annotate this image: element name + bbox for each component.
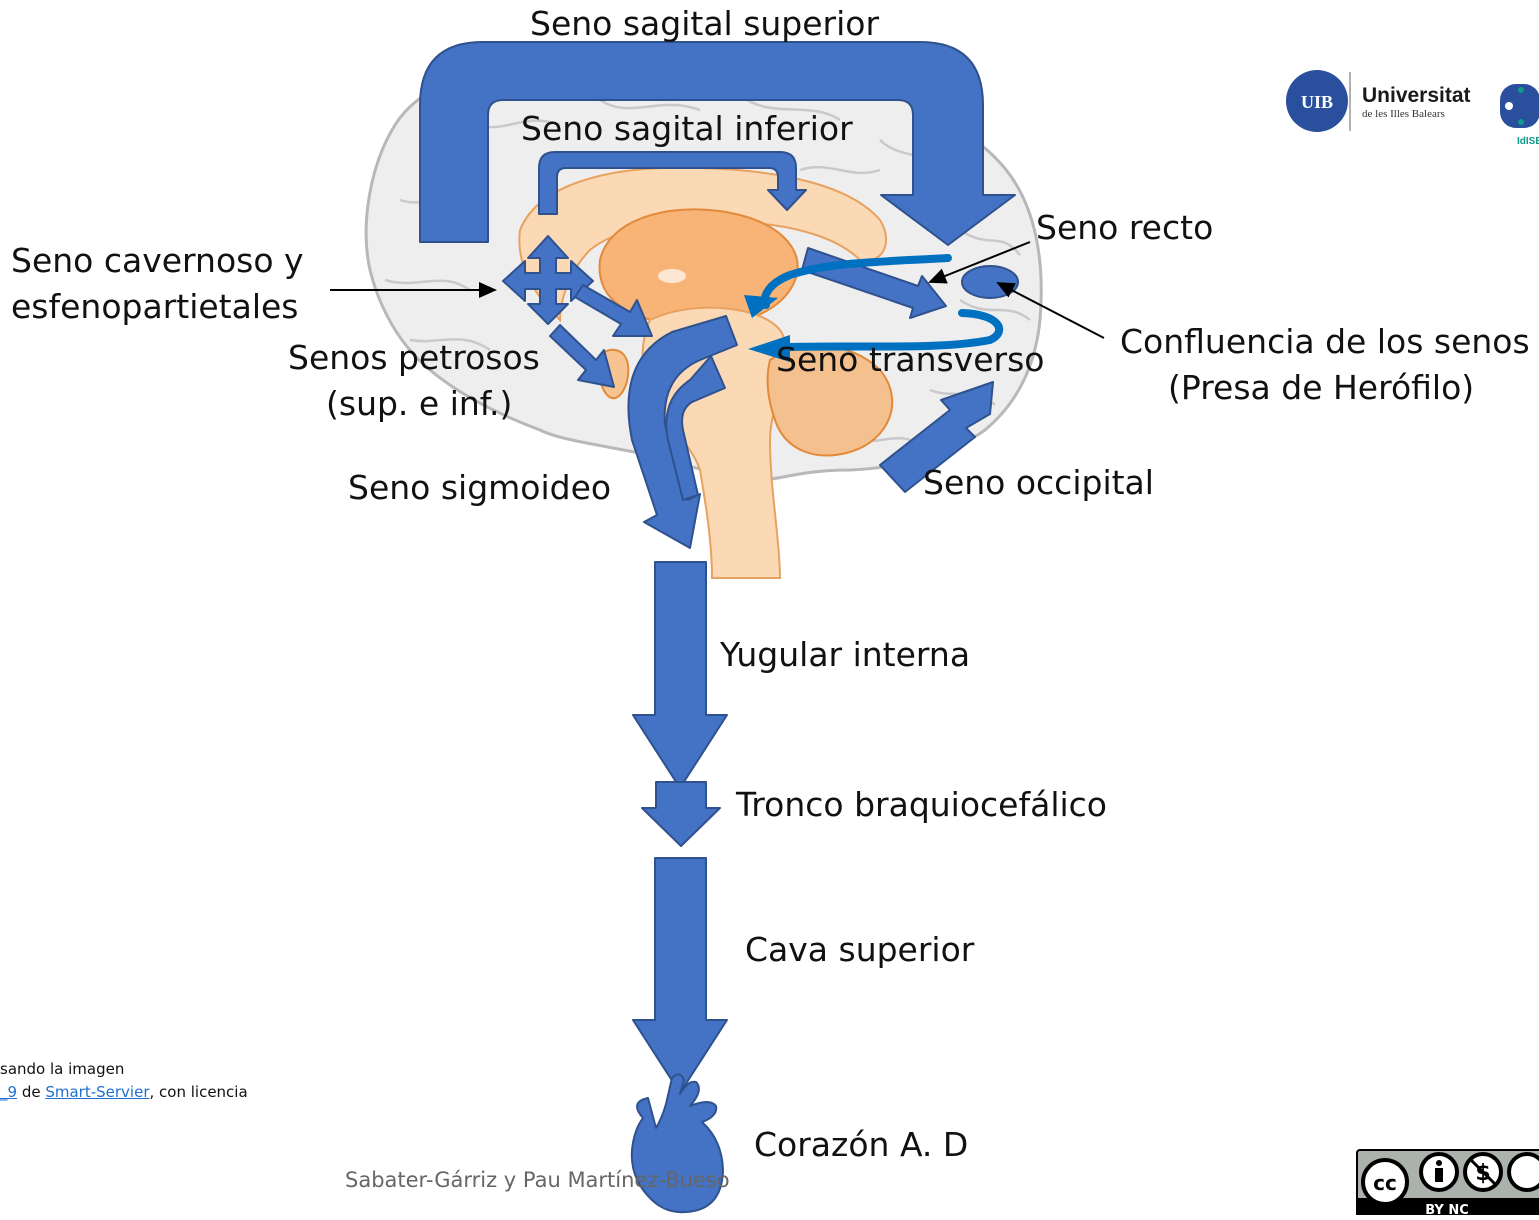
arrow-seno-sagital-superior bbox=[419, 41, 1016, 246]
credit-mid: de bbox=[17, 1083, 46, 1101]
leader-confluencia bbox=[996, 282, 1105, 339]
label-seno-transverso: Seno transverso bbox=[776, 340, 1045, 379]
authors-credit: Sabater-Gárriz y Pau Martínez-Bueso bbox=[345, 1168, 730, 1192]
arrow-seno-occipital bbox=[879, 381, 994, 493]
arrow-seno-sigmoideo bbox=[627, 315, 738, 549]
cc-license-badge: cc $ BY NC bbox=[1356, 1149, 1539, 1215]
idisba-dot bbox=[1518, 87, 1524, 93]
leader-recto bbox=[928, 241, 1031, 284]
transverse-line-lower bbox=[786, 309, 1004, 351]
transverse-sinus-heads bbox=[744, 295, 790, 362]
label-seno-recto: Seno recto bbox=[1036, 208, 1214, 247]
label-senos-petrosos-line2: (sup. e inf.) bbox=[326, 384, 513, 423]
uib-logo-mark: UIB bbox=[1286, 70, 1351, 132]
by-icon-body bbox=[1435, 1168, 1443, 1182]
label-seno-cavernoso-line1: Seno cavernoso y bbox=[11, 241, 304, 280]
transverse-line-upper bbox=[761, 254, 952, 309]
label-seno-cavernoso-line2: esfenopartietales bbox=[11, 287, 299, 326]
uib-logo-name: Universitat bbox=[1362, 84, 1471, 107]
credit-line2: _9 de Smart-Servier, con licencia bbox=[0, 1083, 248, 1101]
arrow-cavernoso-petroso-sup bbox=[574, 284, 653, 337]
idisba-dot bbox=[1505, 102, 1513, 110]
arrow-cavernoso-petroso-inf bbox=[549, 324, 615, 388]
confluencia-senos-shape bbox=[961, 265, 1019, 299]
leader-lines bbox=[330, 241, 1105, 339]
transverse-head-lower bbox=[748, 335, 790, 362]
label-confluencia-line1: Confluencia de los senos bbox=[1120, 322, 1530, 361]
uib-logo-subtitle: de les Illes Balears bbox=[1362, 108, 1445, 120]
label-confluencia-line2: (Presa de Herófilo) bbox=[1168, 368, 1475, 407]
transverse-sinus-lines bbox=[761, 254, 1004, 351]
arrow-sigmoideo-inner bbox=[665, 355, 726, 501]
label-seno-sagital-superior: Seno sagital superior bbox=[530, 4, 880, 43]
idisba-logo-text: IdISBa bbox=[1517, 136, 1539, 147]
arrow-seno-sagital-inferior bbox=[538, 151, 807, 215]
cc-icon bbox=[1361, 1158, 1409, 1206]
label-tronco-braquiocefalico: Tronco braquiocefálico bbox=[736, 785, 1107, 824]
brain-illustration bbox=[364, 55, 1043, 579]
label-seno-sigmoideo: Seno sigmoideo bbox=[348, 468, 612, 507]
uib-logo-text: UIB bbox=[1301, 92, 1333, 112]
sinus-arrows bbox=[419, 41, 1019, 1214]
uib-logo: Universitat de les Illes Balears bbox=[1284, 66, 1539, 156]
arrow-yugular-interna bbox=[632, 561, 728, 789]
cc-icon-text: cc bbox=[1373, 1171, 1397, 1195]
uib-logo-circle bbox=[1286, 70, 1348, 132]
cc-tags-text: BY NC bbox=[1425, 1203, 1469, 1215]
thalamus-highlight bbox=[658, 269, 686, 283]
label-corazon: Corazón A. D bbox=[754, 1125, 969, 1164]
credit-image-link[interactable]: _9 bbox=[0, 1083, 18, 1101]
idisba-dot bbox=[1518, 119, 1524, 125]
idisba-logo-mark bbox=[1500, 84, 1539, 128]
label-seno-occipital: Seno occipital bbox=[923, 463, 1154, 502]
idisba-logo-square bbox=[1500, 84, 1539, 128]
arrow-tronco-braquiocefalico bbox=[641, 781, 721, 847]
transverse-head-upper bbox=[744, 295, 778, 318]
label-senos-petrosos-line1: Senos petrosos bbox=[288, 338, 540, 377]
cc-badge-band bbox=[1357, 1198, 1539, 1215]
credit-tail: , con licencia bbox=[149, 1083, 248, 1101]
label-cava-superior: Cava superior bbox=[745, 930, 975, 969]
arrow-cava-superior bbox=[632, 857, 728, 1094]
label-seno-sagital-inferior: Seno sagital inferior bbox=[521, 109, 853, 148]
nc-icon-slash bbox=[1469, 1158, 1497, 1186]
arrow-seno-cavernoso-cross bbox=[502, 235, 594, 325]
credit-line1: sando la imagen bbox=[0, 1060, 125, 1078]
by-icon-head bbox=[1436, 1160, 1442, 1166]
credit-smart-servier-link[interactable]: Smart-Servier bbox=[45, 1083, 150, 1101]
heart-icon bbox=[630, 1073, 724, 1214]
label-yugular-interna: Yugular interna bbox=[720, 635, 971, 674]
third-icon bbox=[1507, 1152, 1539, 1192]
